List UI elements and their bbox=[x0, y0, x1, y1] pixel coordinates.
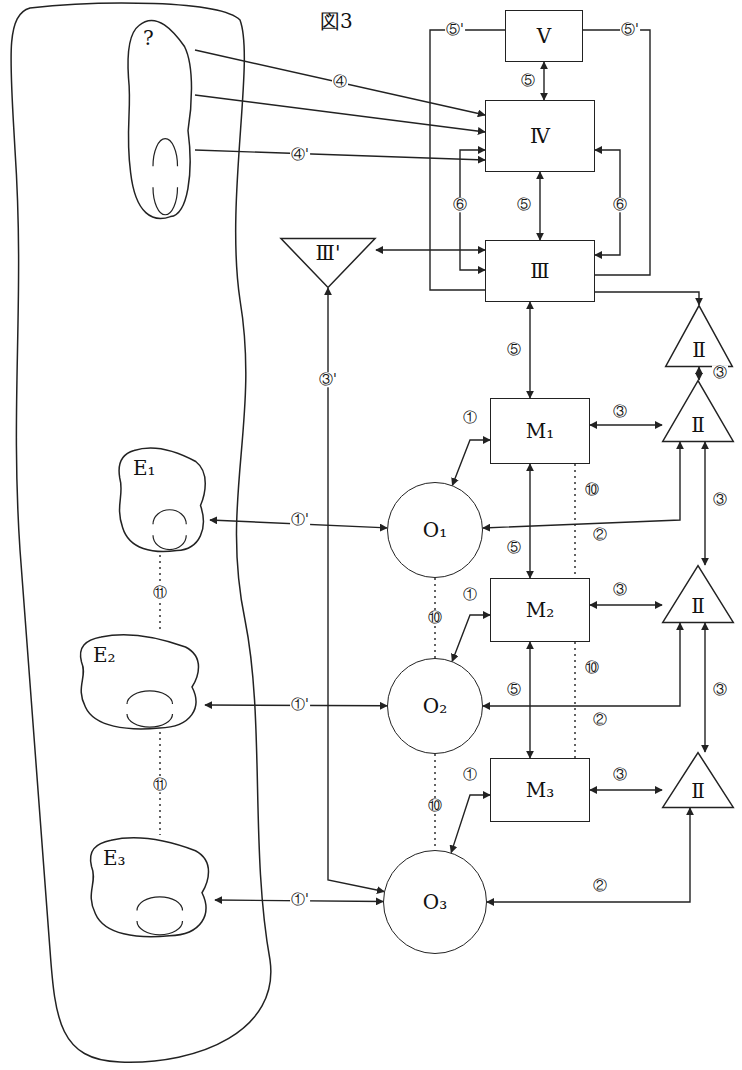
node-label: E₁ bbox=[133, 457, 156, 479]
connector bbox=[487, 808, 690, 902]
callout-number: ⑥ bbox=[612, 197, 628, 212]
region: E₂ bbox=[75, 632, 205, 732]
connector bbox=[543, 62, 544, 100]
callout-number: ①' bbox=[290, 512, 310, 527]
region: ? bbox=[125, 15, 195, 225]
callout-number: ④ bbox=[332, 74, 348, 89]
process-box: M₃ bbox=[490, 758, 590, 822]
connector bbox=[452, 615, 490, 661]
callout-number: ③ bbox=[712, 365, 728, 380]
node-label: Ⅱ bbox=[691, 780, 705, 802]
process-box: Ⅳ bbox=[485, 100, 595, 172]
connector bbox=[590, 424, 662, 425]
callout-number: ② bbox=[592, 712, 608, 727]
connector bbox=[376, 249, 485, 250]
circle-node: O₂ bbox=[387, 658, 483, 754]
callout-number: ⑪ bbox=[152, 585, 168, 600]
callout-number: ⑤' bbox=[620, 22, 640, 37]
callout-number: ⑩ bbox=[427, 610, 443, 625]
callout-number: ③ bbox=[712, 682, 728, 697]
connector bbox=[704, 442, 705, 565]
callout-number: ④' bbox=[290, 147, 310, 162]
circle-node: O₃ bbox=[383, 850, 487, 954]
process-box: M₁ bbox=[490, 398, 590, 464]
triangle-node: Ⅲ' bbox=[280, 238, 376, 288]
node-label: E₂ bbox=[93, 644, 116, 666]
connector bbox=[529, 464, 530, 578]
callout-number: ⑤ bbox=[506, 342, 522, 357]
node-label: Ⅱ bbox=[692, 339, 706, 361]
triangle-node: Ⅱ bbox=[665, 305, 733, 367]
callout-number: ② bbox=[592, 527, 608, 542]
callout-number: ① bbox=[462, 410, 478, 425]
triangle-node: Ⅱ bbox=[662, 752, 734, 808]
node-label: ? bbox=[143, 27, 154, 49]
callout-number: ⑩ bbox=[427, 798, 443, 813]
callout-number: ⑤ bbox=[506, 540, 522, 555]
node-label: O₁ bbox=[423, 519, 447, 541]
callout-number: ⑩ bbox=[584, 482, 600, 497]
node-label: O₃ bbox=[423, 891, 447, 913]
node-label: M₁ bbox=[526, 420, 555, 442]
callout-number: ⑪ bbox=[152, 777, 168, 792]
process-box: Ⅲ bbox=[485, 240, 595, 302]
node-label: Ⅱ bbox=[691, 414, 705, 436]
dotted-link bbox=[574, 464, 575, 578]
node-outline bbox=[125, 15, 195, 225]
callout-number: ③ bbox=[612, 404, 628, 419]
callout-number: ③ bbox=[612, 582, 628, 597]
connector bbox=[195, 50, 485, 115]
triangle-node: Ⅱ bbox=[662, 565, 734, 623]
callout-number: ③ bbox=[712, 492, 728, 507]
connector bbox=[195, 150, 485, 160]
connector bbox=[704, 623, 705, 752]
region: E₃ bbox=[85, 835, 215, 940]
callout-number: ⑤ bbox=[506, 682, 522, 697]
process-box: M₂ bbox=[490, 578, 590, 642]
callout-number: ③ bbox=[612, 767, 628, 782]
connector bbox=[698, 367, 699, 380]
callout-number: ① bbox=[462, 767, 478, 782]
region: E₁ bbox=[115, 445, 210, 555]
triangle-node: Ⅱ bbox=[662, 380, 734, 442]
callout-number: ③' bbox=[318, 372, 338, 387]
figure-title: 図3 bbox=[318, 8, 355, 35]
connector bbox=[195, 95, 485, 132]
callout-number: ② bbox=[592, 878, 608, 893]
body-outline bbox=[11, 3, 271, 1062]
callout-number: ⑩ bbox=[584, 660, 600, 675]
callout-number: ①' bbox=[290, 892, 310, 907]
node-label: Ⅳ bbox=[530, 125, 550, 147]
connector bbox=[529, 302, 530, 398]
process-box: Ⅴ bbox=[505, 10, 583, 62]
dotted-link bbox=[574, 642, 575, 758]
connector bbox=[529, 642, 530, 758]
connector bbox=[539, 172, 540, 240]
connector bbox=[595, 292, 699, 305]
node-label: Ⅲ bbox=[530, 260, 549, 282]
node-outline bbox=[115, 445, 210, 555]
callout-number: ⑥ bbox=[452, 197, 468, 212]
circle-node: O₁ bbox=[387, 482, 483, 578]
callout-number: ①' bbox=[290, 697, 310, 712]
node-label: Ⅱ bbox=[691, 595, 705, 617]
callout-number: ⑤ bbox=[520, 73, 536, 88]
callout-number: ⑤' bbox=[445, 22, 465, 37]
node-label: E₃ bbox=[103, 847, 126, 869]
node-label: O₂ bbox=[423, 695, 447, 717]
connector bbox=[451, 795, 490, 853]
node-label: Ⅲ' bbox=[316, 242, 341, 264]
node-label: M₂ bbox=[526, 599, 555, 621]
callout-number: ① bbox=[462, 587, 478, 602]
node-label: M₃ bbox=[526, 779, 555, 801]
connector bbox=[590, 789, 662, 790]
callout-number: ⑤ bbox=[516, 197, 532, 212]
connector bbox=[590, 604, 662, 605]
node-label: Ⅴ bbox=[537, 25, 551, 47]
connector bbox=[452, 440, 490, 485]
